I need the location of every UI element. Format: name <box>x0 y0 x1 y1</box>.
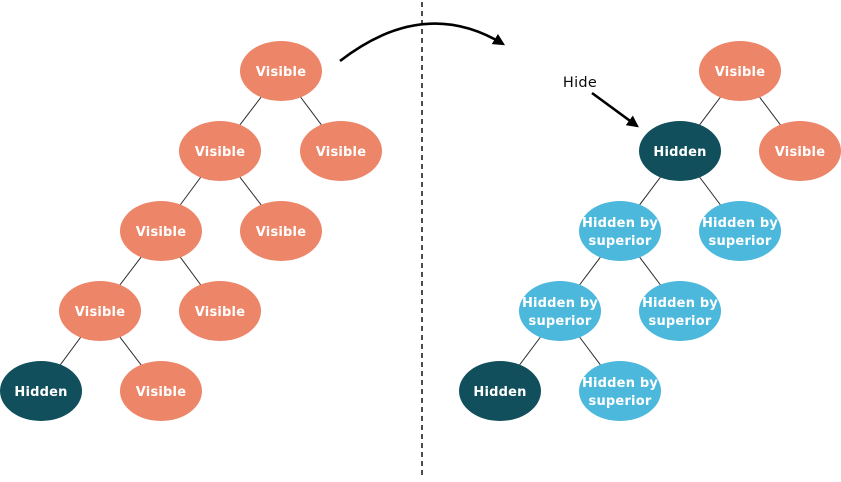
node-label-line: Hidden <box>473 385 526 400</box>
node-label-line: superior <box>529 314 592 329</box>
node-ellipse <box>699 41 781 101</box>
node-label-line: superior <box>649 314 712 329</box>
node-label-line: Visible <box>75 305 125 320</box>
tree-node-visible: Visible <box>699 41 781 101</box>
node-label-line: Hidden by <box>582 376 658 391</box>
node-label: Visible <box>136 385 186 400</box>
node-label: Visible <box>136 225 186 240</box>
tree-node-visible: Visible <box>240 201 322 261</box>
hide-annotation-arrow <box>591 91 639 128</box>
node-label: Hidden by superior <box>702 216 778 249</box>
node-label: Hidden <box>14 385 67 400</box>
tree-node-hidden: Hidden <box>459 361 541 421</box>
tree-node-visible: Visible <box>120 361 202 421</box>
node-label: Visible <box>316 145 366 160</box>
tree-node-hidden: Hidden <box>639 121 721 181</box>
tree-node-hidden-by-superior: Hidden by superior <box>639 281 721 341</box>
node-label: Visible <box>256 65 306 80</box>
hide-annotation-label: Hide <box>563 75 597 91</box>
node-label-line: Visible <box>775 145 825 160</box>
node-label: Visible <box>195 305 245 320</box>
tree-node-visible: Visible <box>120 201 202 261</box>
node-label: Visible <box>195 145 245 160</box>
node-ellipse <box>179 121 261 181</box>
node-label: Visible <box>715 65 765 80</box>
node-label-line: Hidden by <box>702 216 778 231</box>
tree-node-hidden-by-superior: Hidden by superior <box>699 201 781 261</box>
node-ellipse <box>240 41 322 101</box>
node-ellipse <box>300 121 382 181</box>
node-label: Hidden by superior <box>582 376 658 409</box>
node-label-line: Visible <box>256 225 306 240</box>
node-ellipse <box>120 201 202 261</box>
node-label-line: Hidden by <box>642 296 718 311</box>
node-label-line: Visible <box>195 145 245 160</box>
node-ellipse <box>759 121 841 181</box>
node-label-line: Visible <box>136 225 186 240</box>
tree-node-hidden-by-superior: Hidden by superior <box>579 361 661 421</box>
node-label: Visible <box>256 225 306 240</box>
node-ellipse <box>519 281 601 341</box>
node-ellipse <box>179 281 261 341</box>
transfer-arrow <box>339 22 506 63</box>
node-label-line: Hidden by <box>582 216 658 231</box>
tree-node-hidden-by-superior: Hidden by superior <box>519 281 601 341</box>
node-label: Hidden <box>473 385 526 400</box>
node-label-line: Visible <box>136 385 186 400</box>
tree-node-visible: Visible <box>179 281 261 341</box>
node-label-line: superior <box>589 394 652 409</box>
node-label: Visible <box>75 305 125 320</box>
node-ellipse <box>639 281 721 341</box>
tree-node-hidden: Hidden <box>0 361 82 421</box>
node-ellipse <box>240 201 322 261</box>
node-label-line: superior <box>709 234 772 249</box>
node-ellipse <box>59 281 141 341</box>
node-label: Hidden by superior <box>582 216 658 249</box>
node-ellipse <box>639 121 721 181</box>
hide-annotation: Hide <box>563 75 639 128</box>
tree-node-visible: Visible <box>59 281 141 341</box>
node-label-line: superior <box>589 234 652 249</box>
tree-node-hidden-by-superior: Hidden by superior <box>579 201 661 261</box>
node-ellipse <box>0 361 82 421</box>
node-label-line: Visible <box>316 145 366 160</box>
node-label: Hidden <box>653 145 706 160</box>
node-ellipse <box>579 361 661 421</box>
node-ellipse <box>579 201 661 261</box>
node-label-line: Hidden <box>653 145 706 160</box>
node-label: Hidden by superior <box>642 296 718 329</box>
node-ellipse <box>459 361 541 421</box>
node-label: Hidden by superior <box>522 296 598 329</box>
node-ellipse <box>699 201 781 261</box>
tree-node-visible: Visible <box>759 121 841 181</box>
node-ellipse <box>120 361 202 421</box>
node-label-line: Visible <box>256 65 306 80</box>
tree-node-visible: Visible <box>300 121 382 181</box>
node-label-line: Hidden <box>14 385 67 400</box>
tree-node-visible: Visible <box>240 41 322 101</box>
node-label-line: Visible <box>715 65 765 80</box>
tree-node-visible: Visible <box>179 121 261 181</box>
node-label: Visible <box>775 145 825 160</box>
node-label-line: Hidden by <box>522 296 598 311</box>
node-label-line: Visible <box>195 305 245 320</box>
